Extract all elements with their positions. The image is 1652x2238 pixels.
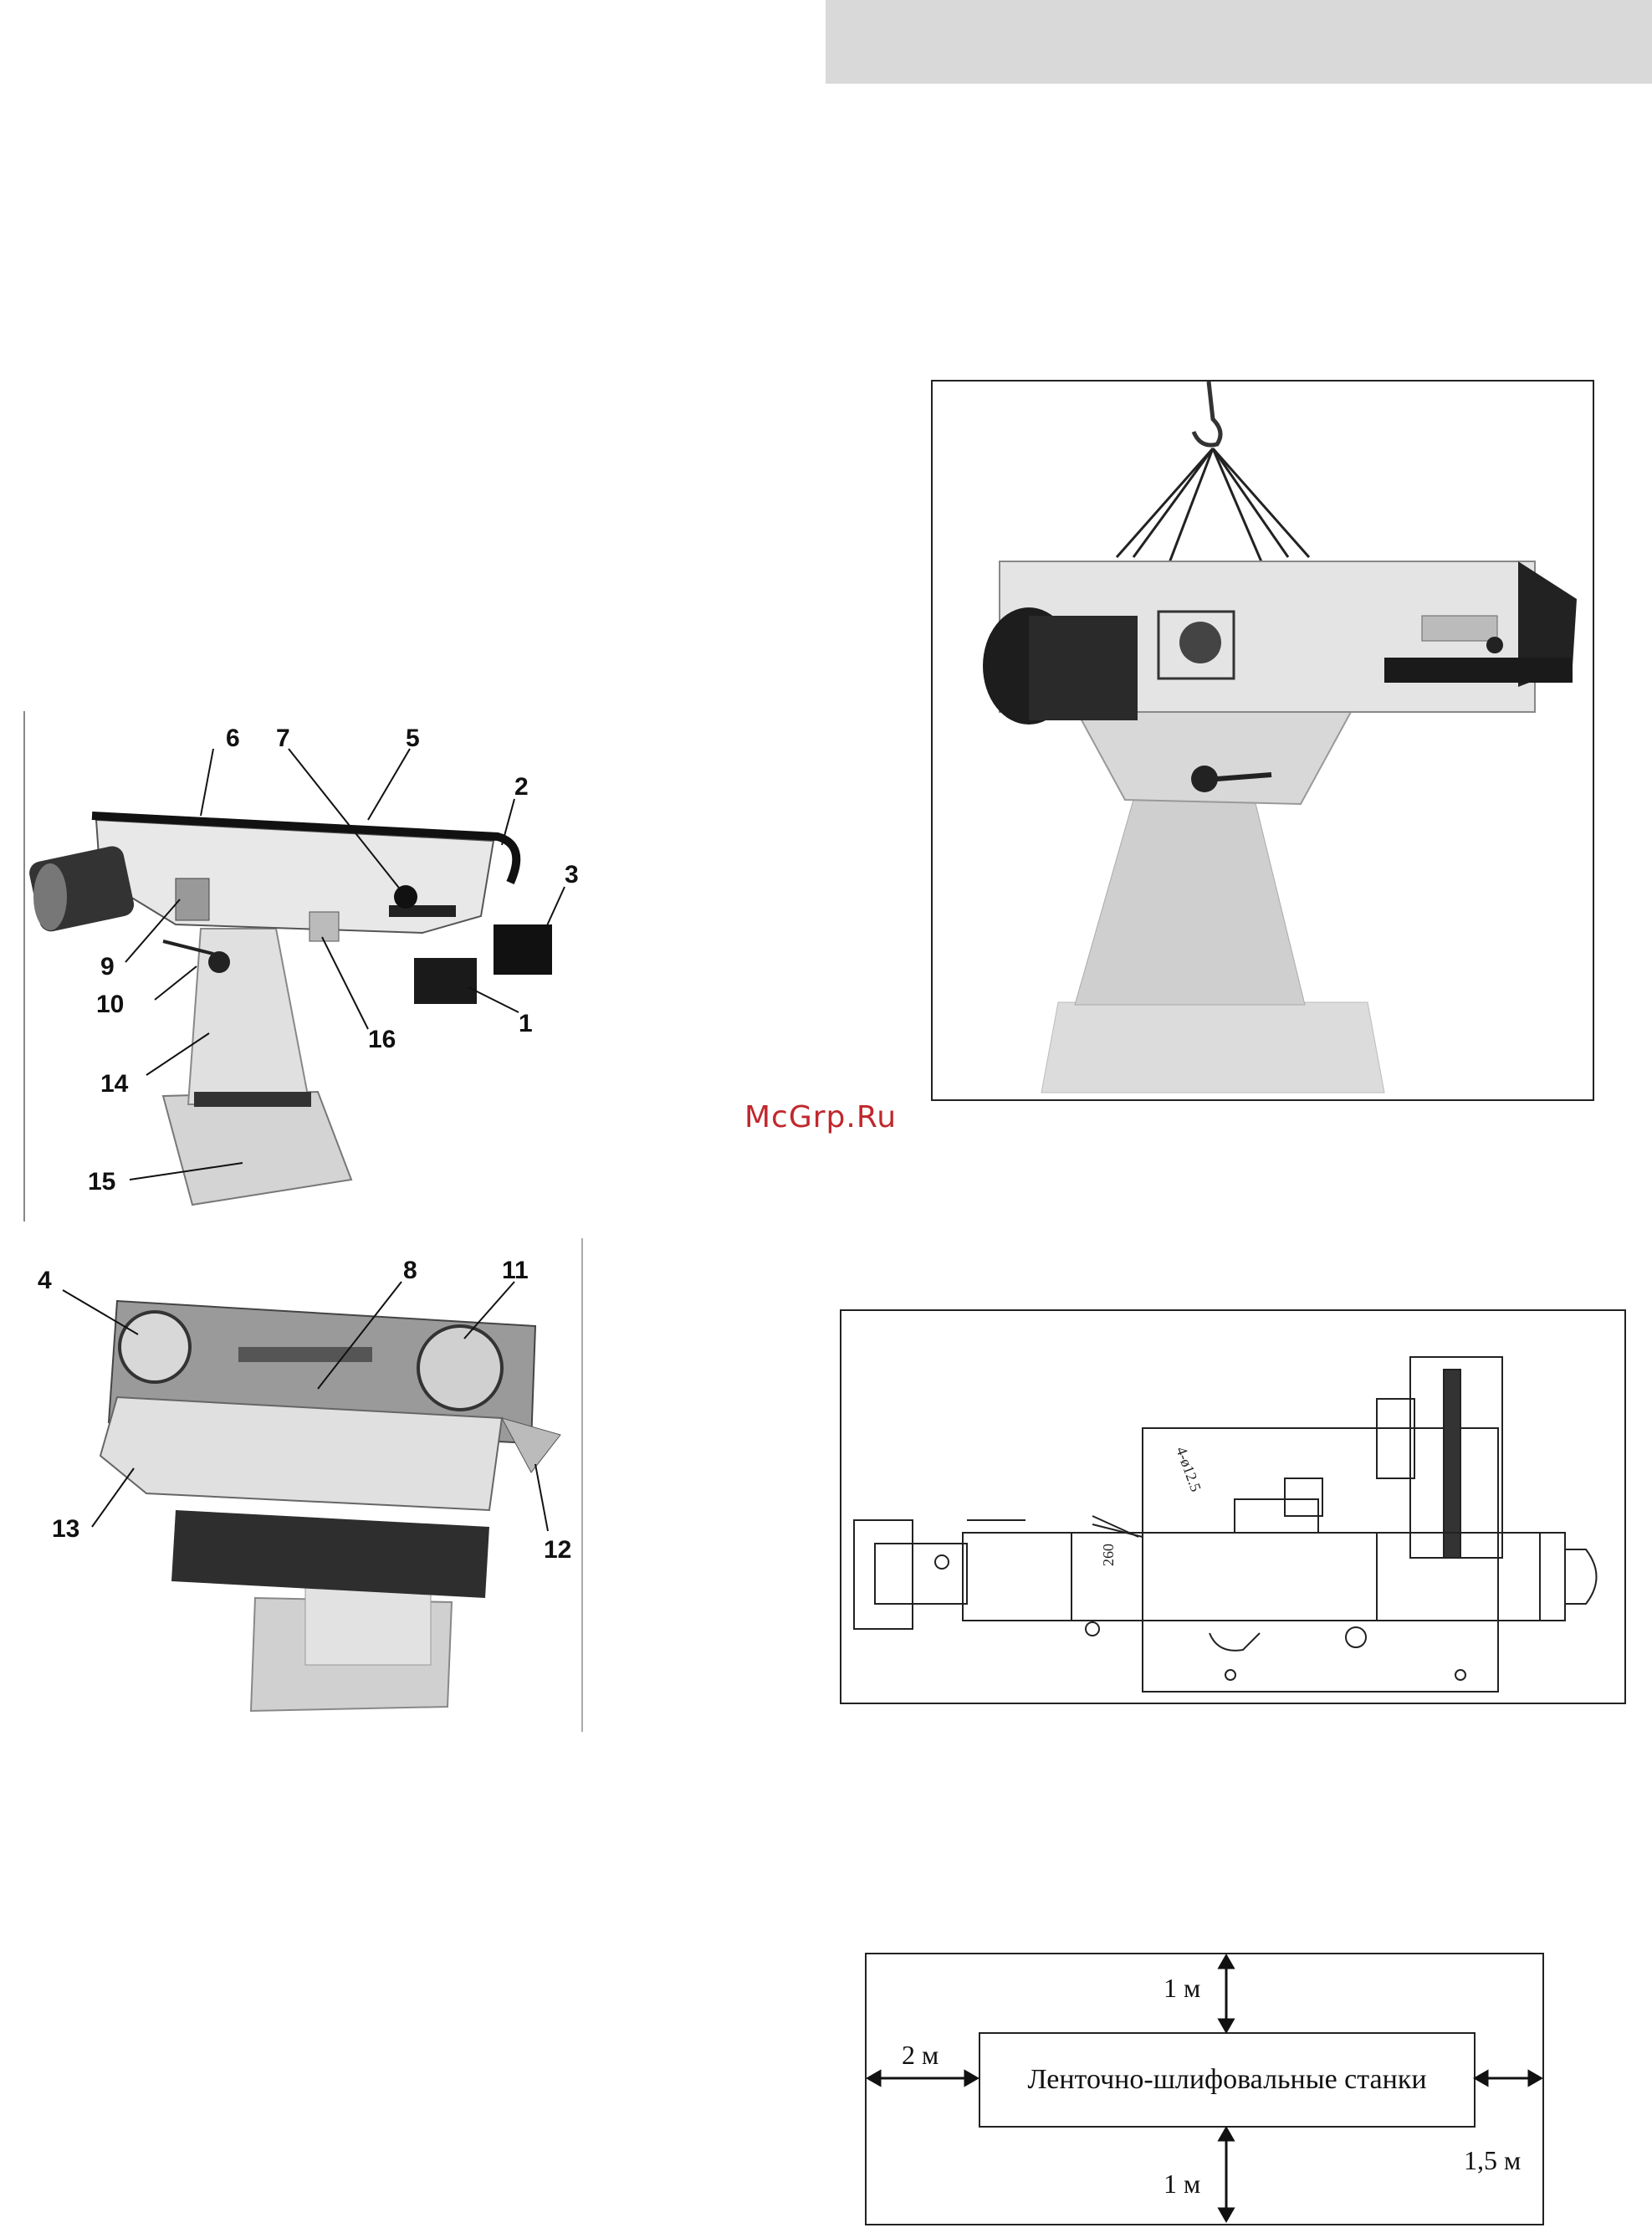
- figure-frame-line: [23, 711, 25, 1221]
- figure-machine-rear-labeled: 4 8 11 13 12: [0, 1238, 619, 1736]
- figure-machine-front-labeled: 6 7 5 2 3 9 10 16 1 14 15: [0, 711, 619, 1226]
- hole-spec-label: 4-ø12.5: [1173, 1445, 1204, 1494]
- figure-frame-line: [581, 1238, 583, 1732]
- top-view-drawing: 260 4-ø12.5: [841, 1311, 1624, 1703]
- callout-11: 11: [502, 1257, 529, 1284]
- left-clearance-label: 2 м: [902, 2040, 939, 2071]
- callout-6: 6: [226, 725, 240, 752]
- top-clearance-label: 1 м: [1164, 1973, 1200, 2004]
- figure-lifting-photo: [931, 380, 1594, 1101]
- callout-15: 15: [88, 1168, 115, 1196]
- figure-top-view-drawing: 260 4-ø12.5: [840, 1309, 1626, 1704]
- callout-2: 2: [514, 773, 529, 801]
- machine-front-illustration: 6 7 5 2 3 9 10 16 1 14 15: [0, 711, 619, 1226]
- callout-9: 9: [100, 953, 115, 981]
- lifting-illustration: [933, 382, 1593, 1099]
- clearance-arrows: [867, 1954, 1542, 2224]
- callout-12: 12: [544, 1536, 571, 1564]
- callout-8: 8: [403, 1257, 417, 1284]
- callout-7: 7: [276, 725, 290, 752]
- bottom-clearance-label: 1 м: [1164, 2169, 1200, 2200]
- callout-5: 5: [406, 725, 420, 752]
- header-bar: [826, 0, 1652, 84]
- callout-1: 1: [519, 1010, 533, 1037]
- callout-3: 3: [565, 861, 579, 889]
- machine-rear-illustration: 4 8 11 13 12: [0, 1238, 619, 1736]
- callout-14: 14: [100, 1070, 129, 1098]
- callout-13: 13: [52, 1515, 79, 1543]
- callout-16: 16: [368, 1026, 396, 1053]
- watermark-text: McGrp.Ru: [744, 1100, 897, 1134]
- callout-4: 4: [38, 1267, 52, 1294]
- dimension-label: 260: [1100, 1544, 1117, 1566]
- figure-clearance-diagram: Ленточно-шлифовальные станки 1 м 1 м 2 м…: [865, 1953, 1544, 2225]
- callout-10: 10: [96, 991, 124, 1018]
- right-clearance-label: 1,5 м: [1464, 2145, 1521, 2176]
